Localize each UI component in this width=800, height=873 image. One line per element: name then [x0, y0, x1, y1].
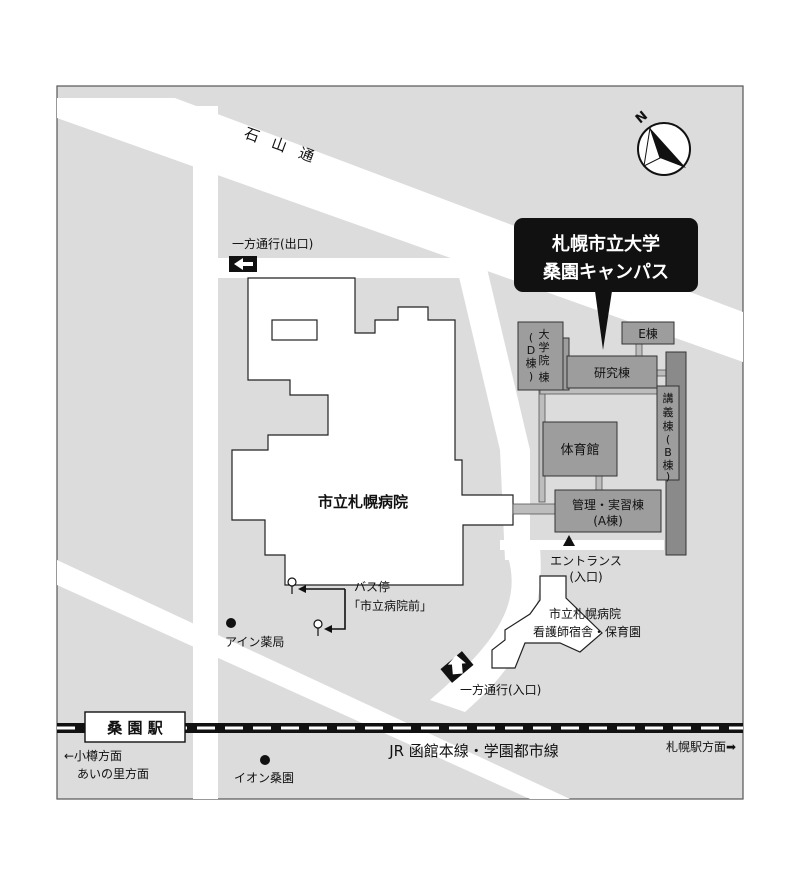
admin-label-2: (A棟) [593, 513, 623, 528]
svg-text:D: D [527, 344, 535, 357]
ain-pharmacy-label: アイン薬局 [225, 635, 284, 649]
entrance-marker-icon [563, 535, 575, 546]
svg-text:棟: 棟 [526, 356, 537, 370]
hospital-courtyard [271, 319, 318, 341]
entrance-label-2: (入口) [569, 570, 602, 584]
research-building [566, 355, 658, 389]
e-building [621, 321, 675, 345]
lower-diagonal-road [57, 560, 570, 799]
hospital-label: 市立札幌病院 [318, 493, 408, 511]
ishiyama-road [57, 98, 743, 362]
dorm-nursery-building [491, 575, 603, 669]
left-direction-1: ←小樽方面 [64, 748, 122, 763]
dorm-label-2: 看護師宿舎・保育園 [533, 624, 641, 639]
svg-text:講: 講 [663, 391, 674, 405]
svg-text:学: 学 [539, 340, 550, 354]
e-building-label: E棟 [638, 326, 658, 341]
svg-text:): ) [529, 370, 533, 383]
sōen-station-box [84, 711, 186, 743]
dorm-label-1: 市立札幌病院 [549, 606, 621, 621]
right-direction: 札幌駅方面➡ [666, 739, 736, 754]
left-direction-2: あいの里方面 [77, 766, 149, 781]
campus-callout: 札幌市立大学 桑園キャンパス [514, 218, 698, 350]
station-label: 桑 園 駅 [107, 719, 163, 737]
bus-stop-label-1: バス停 [354, 579, 390, 594]
hospital-campus-connector [512, 503, 556, 515]
gymnasium-label: 体育館 [560, 442, 599, 458]
svg-text:棟: 棟 [539, 370, 550, 384]
compass-needle-icon [650, 128, 686, 168]
svg-text:大: 大 [539, 327, 550, 341]
campus-callout-box [514, 218, 698, 292]
top-horizontal-road [193, 258, 485, 278]
svg-text:): ) [666, 470, 670, 483]
admin-building [554, 489, 662, 533]
svg-text:B: B [664, 446, 672, 459]
svg-text:(: ( [666, 433, 670, 446]
aeon-dot-icon [260, 755, 270, 765]
bus-stop-2-icon [313, 619, 323, 629]
bus-stop-1-icon [287, 577, 297, 587]
oneway-exit-label: 一方通行(出口) [232, 236, 313, 251]
roads [57, 98, 743, 799]
svg-text:院: 院 [539, 353, 550, 367]
svg-text:(: ( [529, 331, 533, 344]
grad-school-label: 大 学 院 ( D 棟 ) 棟 [526, 327, 550, 384]
gymnasium [542, 421, 618, 477]
railway-label: JR 函館本線・学園都市線 [388, 742, 559, 760]
compass: N [633, 109, 691, 176]
entrance-label-1: エントランス [550, 554, 622, 568]
aeon-label: イオン桑園 [234, 771, 294, 785]
campus-bottom-road [500, 540, 664, 550]
research-label: 研究棟 [594, 365, 630, 380]
campus-name-line2: 桑園キャンパス [543, 262, 669, 283]
bus-stop-label-2: 「市立病院前」 [348, 598, 432, 613]
entrance-road [430, 548, 541, 712]
lecture-label: 講 義 棟 ( B 棟 ) [663, 391, 674, 483]
oneway-exit-arrow-icon [229, 256, 257, 272]
lecture-building [656, 385, 680, 481]
svg-text:棟: 棟 [663, 419, 674, 433]
inner-road [455, 260, 530, 560]
bottom-vertical-road [193, 730, 218, 799]
bus-stop-markers [287, 577, 346, 636]
grad-school-building [517, 321, 564, 391]
svg-text:義: 義 [663, 405, 674, 419]
admin-label-1: 管理・実習棟 [572, 497, 644, 512]
campus-callout-pointer [595, 291, 612, 350]
ain-pharmacy-dot-icon [226, 618, 236, 628]
oneway-entry-arrow-icon [440, 651, 474, 683]
hospital-building [231, 277, 514, 586]
oneway-entry-label: 一方通行(入口) [460, 682, 541, 697]
campus-name-line1: 札幌市立大学 [551, 233, 660, 255]
left-vertical-road [193, 106, 218, 799]
svg-text:棟: 棟 [663, 458, 674, 472]
